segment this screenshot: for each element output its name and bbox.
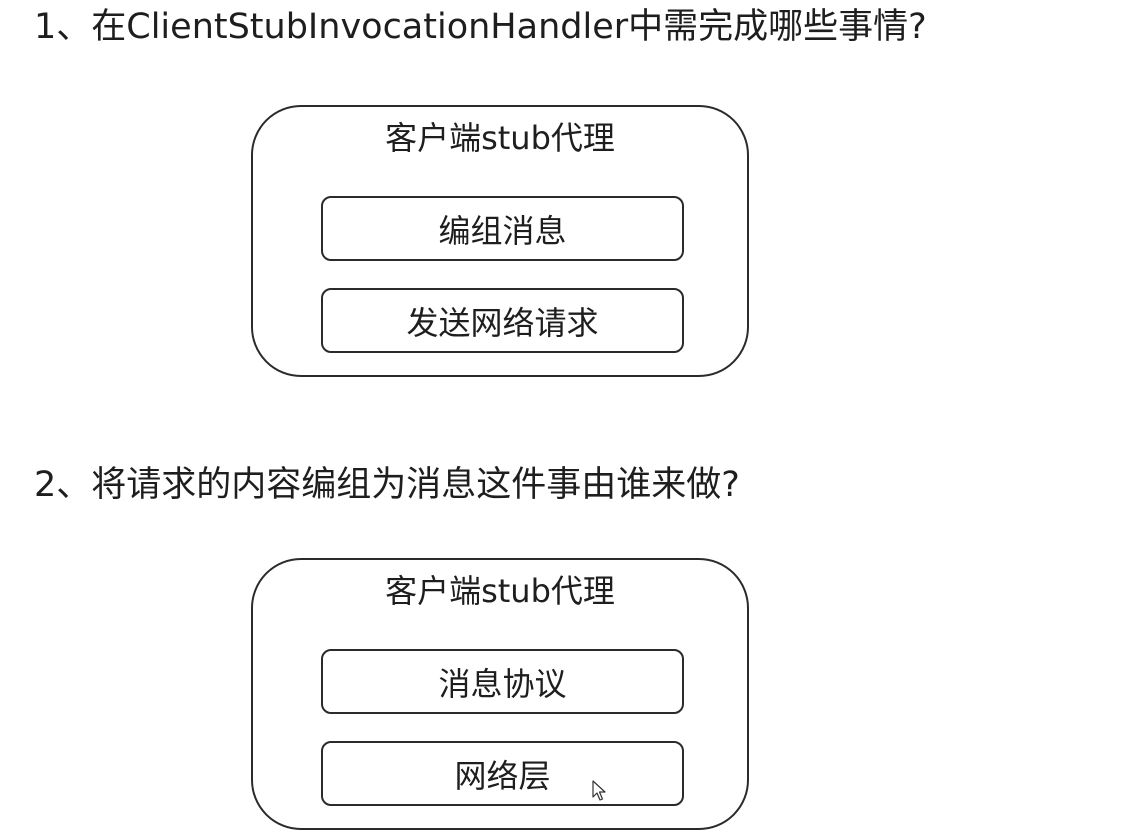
- client-stub-proxy-title-2: 客户端stub代理: [385, 572, 615, 610]
- send-network-request-box: 发送网络请求: [321, 288, 684, 353]
- mouse-pointer-icon: [592, 780, 606, 801]
- question-2: 2、将请求的内容编组为消息这件事由谁来做?: [34, 465, 740, 505]
- client-stub-proxy-box-1: 客户端stub代理 编组消息 发送网络请求: [251, 105, 749, 377]
- question-1: 1、在ClientStubInvocationHandler中需完成哪些事情?: [34, 7, 927, 47]
- marshal-message-box: 编组消息: [321, 196, 684, 261]
- client-stub-proxy-title-1: 客户端stub代理: [385, 119, 615, 157]
- message-protocol-box: 消息协议: [321, 649, 684, 714]
- client-stub-proxy-box-2: 客户端stub代理 消息协议 网络层: [251, 558, 749, 830]
- network-layer-box: 网络层: [321, 741, 684, 806]
